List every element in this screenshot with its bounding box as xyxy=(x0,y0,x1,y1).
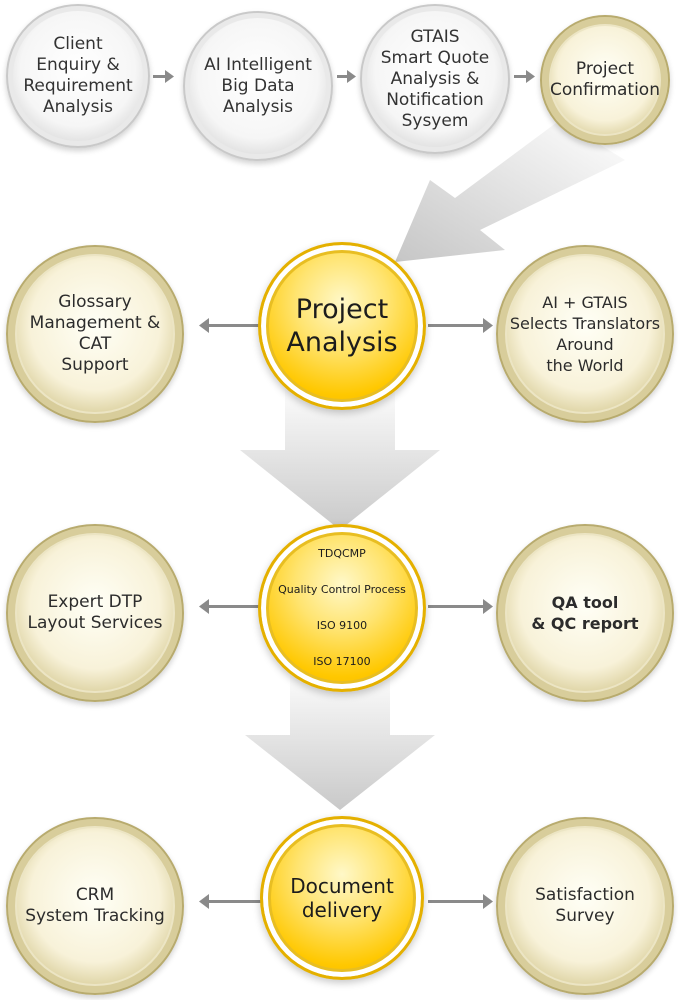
node-ai-big-data: AI Intelligent Big Data Analysis xyxy=(183,11,333,161)
node-expert-dtp-label: Expert DTP Layout Services xyxy=(27,592,163,633)
node-document-delivery-label: Document delivery xyxy=(290,874,394,922)
arrow-left-crm xyxy=(199,894,264,909)
qc-line-4: ISO 17100 xyxy=(313,655,371,668)
node-quality-control-label: TDQCMP Quality Control Process ISO 9100 … xyxy=(278,527,406,689)
down-big-arrow-2 xyxy=(245,665,435,810)
node-quality-control: TDQCMP Quality Control Process ISO 9100 … xyxy=(258,524,426,692)
arrow-right-qa xyxy=(428,599,493,614)
down-big-arrow-1 xyxy=(240,380,440,530)
node-qa-tool-label: QA tool & QC report xyxy=(531,593,639,633)
node-client-enquiry-label: Client Enquiry & Requirement Analysis xyxy=(23,34,133,117)
qc-line-3: ISO 9100 xyxy=(316,619,368,632)
node-document-delivery: Document delivery xyxy=(260,816,424,980)
node-client-enquiry: Client Enquiry & Requirement Analysis xyxy=(6,4,150,148)
arrow-left-dtp xyxy=(199,599,264,614)
qc-line-2: Quality Control Process xyxy=(278,583,406,596)
arrow-right-survey xyxy=(428,894,493,909)
node-crm: CRM System Tracking xyxy=(6,817,184,995)
node-project-analysis: Project Analysis xyxy=(258,242,426,410)
node-smart-quote: GTAIS Smart Quote Analysis & Notificatio… xyxy=(360,4,510,154)
node-smart-quote-label: GTAIS Smart Quote Analysis & Notificatio… xyxy=(380,26,490,131)
node-crm-label: CRM System Tracking xyxy=(25,885,165,926)
small-arrow-3 xyxy=(514,70,535,83)
node-ai-gtais-translators: AI + GTAIS Selects Translators Around th… xyxy=(496,245,674,423)
node-ai-big-data-label: AI Intelligent Big Data Analysis xyxy=(204,54,312,117)
arrow-right-translators xyxy=(428,318,493,333)
node-project-confirmation: Project Confirmation xyxy=(540,15,670,145)
small-arrow-2 xyxy=(337,70,356,83)
small-arrow-1 xyxy=(153,70,174,83)
node-glossary: Glossary Management & CAT Support xyxy=(6,245,184,423)
diagonal-big-arrow xyxy=(395,120,625,262)
node-ai-gtais-translators-label: AI + GTAIS Selects Translators Around th… xyxy=(509,293,661,375)
arrow-left-glossary xyxy=(199,318,264,333)
node-glossary-label: Glossary Management & CAT Support xyxy=(29,292,161,375)
node-qa-tool: QA tool & QC report xyxy=(496,524,674,702)
node-satisfaction-survey: Satisfaction Survey xyxy=(496,817,674,995)
qc-line-1: TDQCMP xyxy=(318,547,366,560)
node-project-analysis-label: Project Analysis xyxy=(286,294,398,358)
node-expert-dtp: Expert DTP Layout Services xyxy=(6,524,184,702)
node-satisfaction-survey-label: Satisfaction Survey xyxy=(535,885,635,926)
node-project-confirmation-label: Project Confirmation xyxy=(550,59,660,100)
